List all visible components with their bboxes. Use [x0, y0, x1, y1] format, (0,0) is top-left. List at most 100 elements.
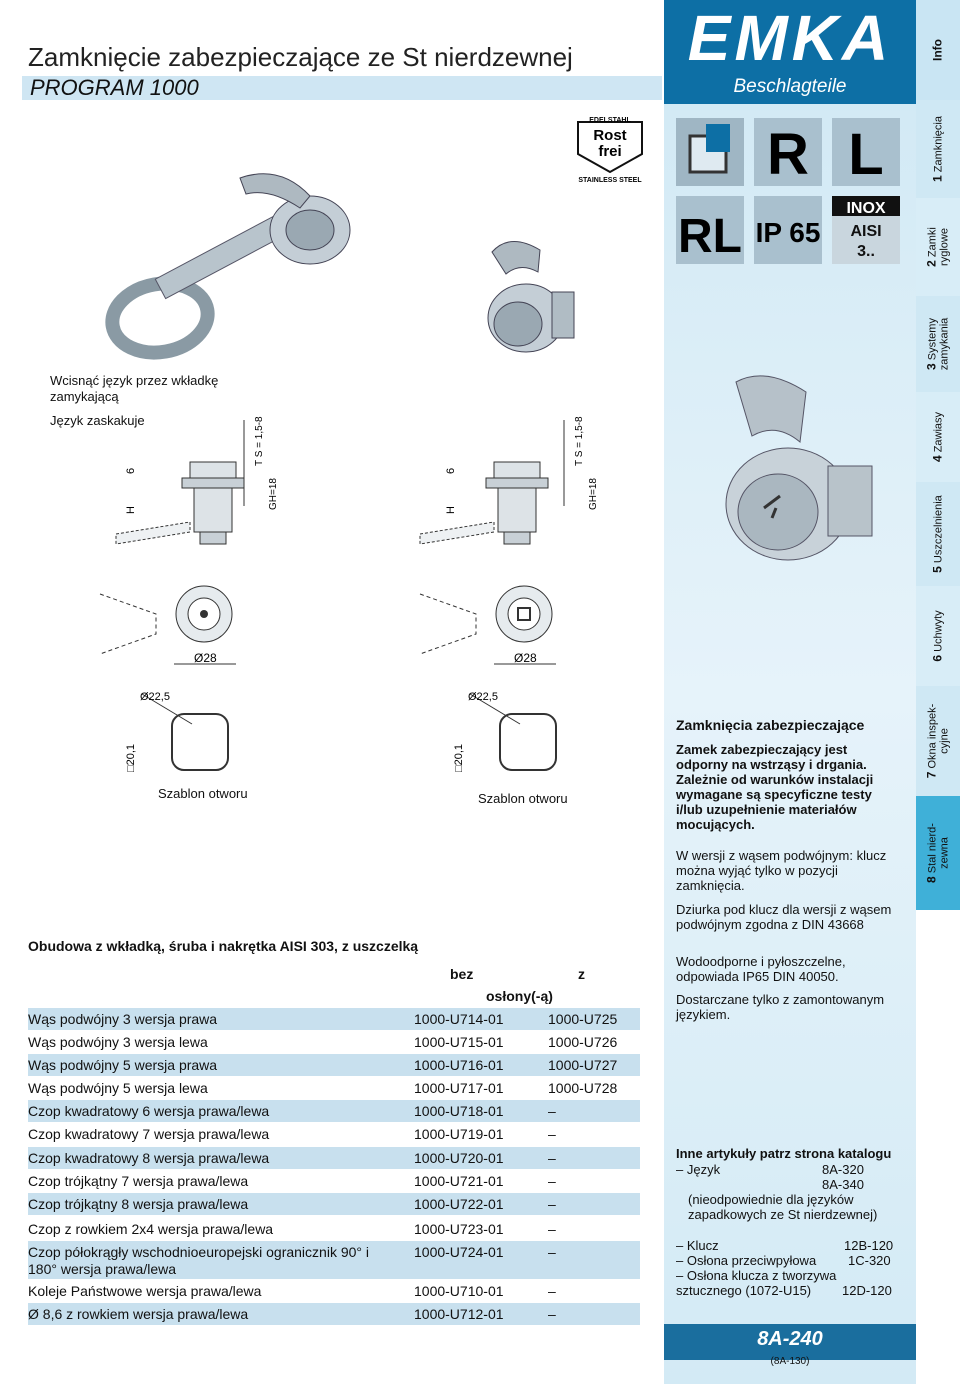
row-bez: 1000-U721-01 — [414, 1173, 504, 1189]
side-view-drawing-right: T S = 1,5-8 GH=18 H 6 — [419, 416, 599, 545]
tab-zawiasy[interactable]: 4 Zawiasy — [916, 392, 960, 483]
page-subtitle: PROGRAM 1000 — [30, 75, 199, 100]
row-desc: Ø 8,6 z rowkiem wersja prawa/lewa — [28, 1306, 249, 1322]
feature-l-label: L — [848, 122, 883, 186]
row-bez: 1000-U722-01 — [414, 1196, 504, 1212]
key-lock-illustration — [105, 173, 351, 360]
table-row: Wąs podwójny 3 wersja prawa 1000-U714-01… — [28, 1008, 640, 1030]
row-desc: Czop kwadratowy 7 wersja prawa/lewa — [28, 1126, 270, 1142]
row-z: – — [548, 1196, 556, 1212]
row-desc: Wąs podwójny 3 wersja prawa — [28, 1011, 218, 1027]
hole-template-right: Ø22,5 □20,1 — [453, 691, 557, 772]
badge-line2: Rost — [593, 127, 626, 144]
row-bez: 1000-U723-01 — [414, 1221, 504, 1237]
other-items-heading: Inne artykuły patrz strona katalogu — [676, 1146, 892, 1161]
table-row: Czop trójkątny 8 wersja prawa/lewa 1000-… — [28, 1193, 640, 1215]
row-bez: 1000-U719-01 — [414, 1126, 504, 1142]
table-row: Wąs podwójny 3 wersja lewa 1000-U715-01 … — [28, 1031, 640, 1053]
feature-r-label: R — [767, 122, 809, 186]
page-title: Zamknięcie zabezpieczające ze St nierdze… — [28, 42, 573, 72]
row-z: – — [548, 1173, 556, 1189]
feature-r-icon: R — [754, 118, 822, 186]
tab-info-label: Info — [930, 39, 945, 61]
other-item: – Klucz 12B-120 — [676, 1238, 902, 1253]
front-view-drawing-right: Ø28 — [419, 585, 556, 665]
other-item-code[interactable]: 8A-320 — [822, 1162, 864, 1177]
row-desc: Czop z rowkiem 2x4 wersja prawa/lewa — [28, 1221, 274, 1237]
template-caption-left: Szablon otworu — [158, 786, 248, 801]
other-item: – Język 8A-320 — [676, 1162, 902, 1177]
badge-line3: frei — [598, 143, 621, 160]
other-item-code[interactable]: 12D-120 — [842, 1283, 892, 1298]
press-caption: Wcisnąć język przez wkładkę zamykającą — [50, 373, 219, 404]
feature-inox-label: INOX — [846, 200, 885, 217]
brand-tagline: Beschlagteile — [733, 76, 847, 97]
row-desc: Wąs podwójny 5 wersja prawa — [28, 1057, 218, 1073]
row-bez: 1000-U717-01 — [414, 1080, 504, 1096]
row-desc: Czop kwadratowy 8 wersja prawa/lewa — [28, 1150, 270, 1166]
table-row: Czop kwadratowy 8 wersja prawa/lewa 1000… — [28, 1147, 640, 1169]
tab-label: Zamknięcia — [932, 116, 945, 173]
table-row: Wąs podwójny 5 wersja prawa 1000-U716-01… — [28, 1054, 640, 1076]
badge-line1: EDELSTAHL — [589, 117, 631, 124]
row-z: – — [548, 1306, 556, 1322]
table-row: Czop półokrągły wschodnioeuropejski ogra… — [28, 1241, 640, 1279]
badge-line4: STAINLESS STEEL — [578, 177, 642, 184]
ts-dim-label: T S = 1,5-8 — [254, 416, 265, 466]
row-bez: 1000-U724-01 — [414, 1244, 504, 1260]
d225-dim-label: Ø22,5 — [140, 691, 170, 703]
row-z: – — [548, 1126, 556, 1142]
col-z: z — [578, 966, 585, 982]
table-row: Koleje Państwowe wersja prawa/lewa 1000-… — [28, 1280, 640, 1302]
table-row: Ø 8,6 z rowkiem wersja prawa/lewa 1000-U… — [28, 1303, 640, 1325]
tab-number: 2 — [924, 260, 939, 267]
sq-dim-label: □20,1 — [453, 744, 465, 772]
other-item-code[interactable]: 12B-120 — [844, 1238, 894, 1253]
row-bez: 1000-U715-01 — [414, 1034, 504, 1050]
row-bez: 1000-U710-01 — [414, 1283, 504, 1299]
tab-number: 5 — [930, 566, 945, 573]
tab-uszczelnienia[interactable]: 5 Uszczelnienia — [916, 482, 960, 587]
tab-okna[interactable]: 7 Okna inspek-cyjne — [916, 686, 960, 797]
row-bez: 1000-U716-01 — [414, 1057, 504, 1073]
large-lock-illustration — [725, 375, 873, 561]
col-bez: bez — [450, 966, 474, 982]
description-p3: Dziurka pod klucz dla wersji z wąsem pod… — [676, 902, 892, 932]
other-item-code[interactable]: 1C-320 — [848, 1253, 891, 1268]
row-desc: Czop trójkątny 7 wersja prawa/lewa — [28, 1173, 249, 1189]
hole-template-left: Ø22,5 □20,1 — [125, 691, 229, 772]
d28-dim-label: Ø28 — [514, 651, 537, 665]
stainless-steel-badge: EDELSTAHL Rost frei STAINLESS STEEL — [577, 117, 643, 184]
tab-stal-nierdzewna[interactable]: 8 Stal nierd-zewna — [916, 796, 960, 911]
tab-number: 8 — [924, 876, 939, 883]
feature-rl-icon: RL — [676, 196, 744, 264]
tab-number: 4 — [930, 455, 945, 463]
table-row: Wąs podwójny 5 wersja lewa 1000-U717-01 … — [28, 1077, 640, 1099]
feature-ip65-label: IP 65 — [756, 217, 821, 248]
tab-number: 6 — [930, 654, 945, 662]
six-dim-label: 6 — [445, 468, 457, 474]
tab-uchwyty[interactable]: 6 Uchwyty — [916, 586, 960, 687]
tab-info[interactable]: Info — [916, 0, 960, 101]
other-item-label: – Osłona klucza z tworzywa sztucznego (1… — [676, 1268, 837, 1298]
template-caption-right: Szablon otworu — [478, 791, 568, 806]
other-item-code[interactable]: 8A-340 — [822, 1177, 864, 1192]
ts-dim-label: T S = 1,5-8 — [574, 416, 585, 466]
row-z: – — [548, 1244, 556, 1260]
h-dim-label: H — [445, 506, 457, 514]
row-z: 1000-U726 — [548, 1034, 618, 1050]
feature-rl-label: RL — [678, 210, 742, 263]
other-item-label: – Klucz — [676, 1238, 719, 1253]
tab-number: 3 — [924, 363, 939, 370]
row-z: 1000-U725 — [548, 1011, 618, 1027]
other-item: – Osłona przeciwpyłowa 1C-320 — [676, 1253, 902, 1268]
tab-zamkniecia[interactable]: 1 Zamknięcia — [916, 100, 960, 199]
description-p4: Wodoodporne i pyłoszczelne, odpowiada IP… — [676, 954, 846, 984]
tab-number: 1 — [930, 175, 945, 182]
description-p2: W wersji z wąsem podwójnym: klucz można … — [676, 848, 887, 893]
description-p5: Dostarczane tylko z zamontowanym językie… — [676, 992, 885, 1022]
